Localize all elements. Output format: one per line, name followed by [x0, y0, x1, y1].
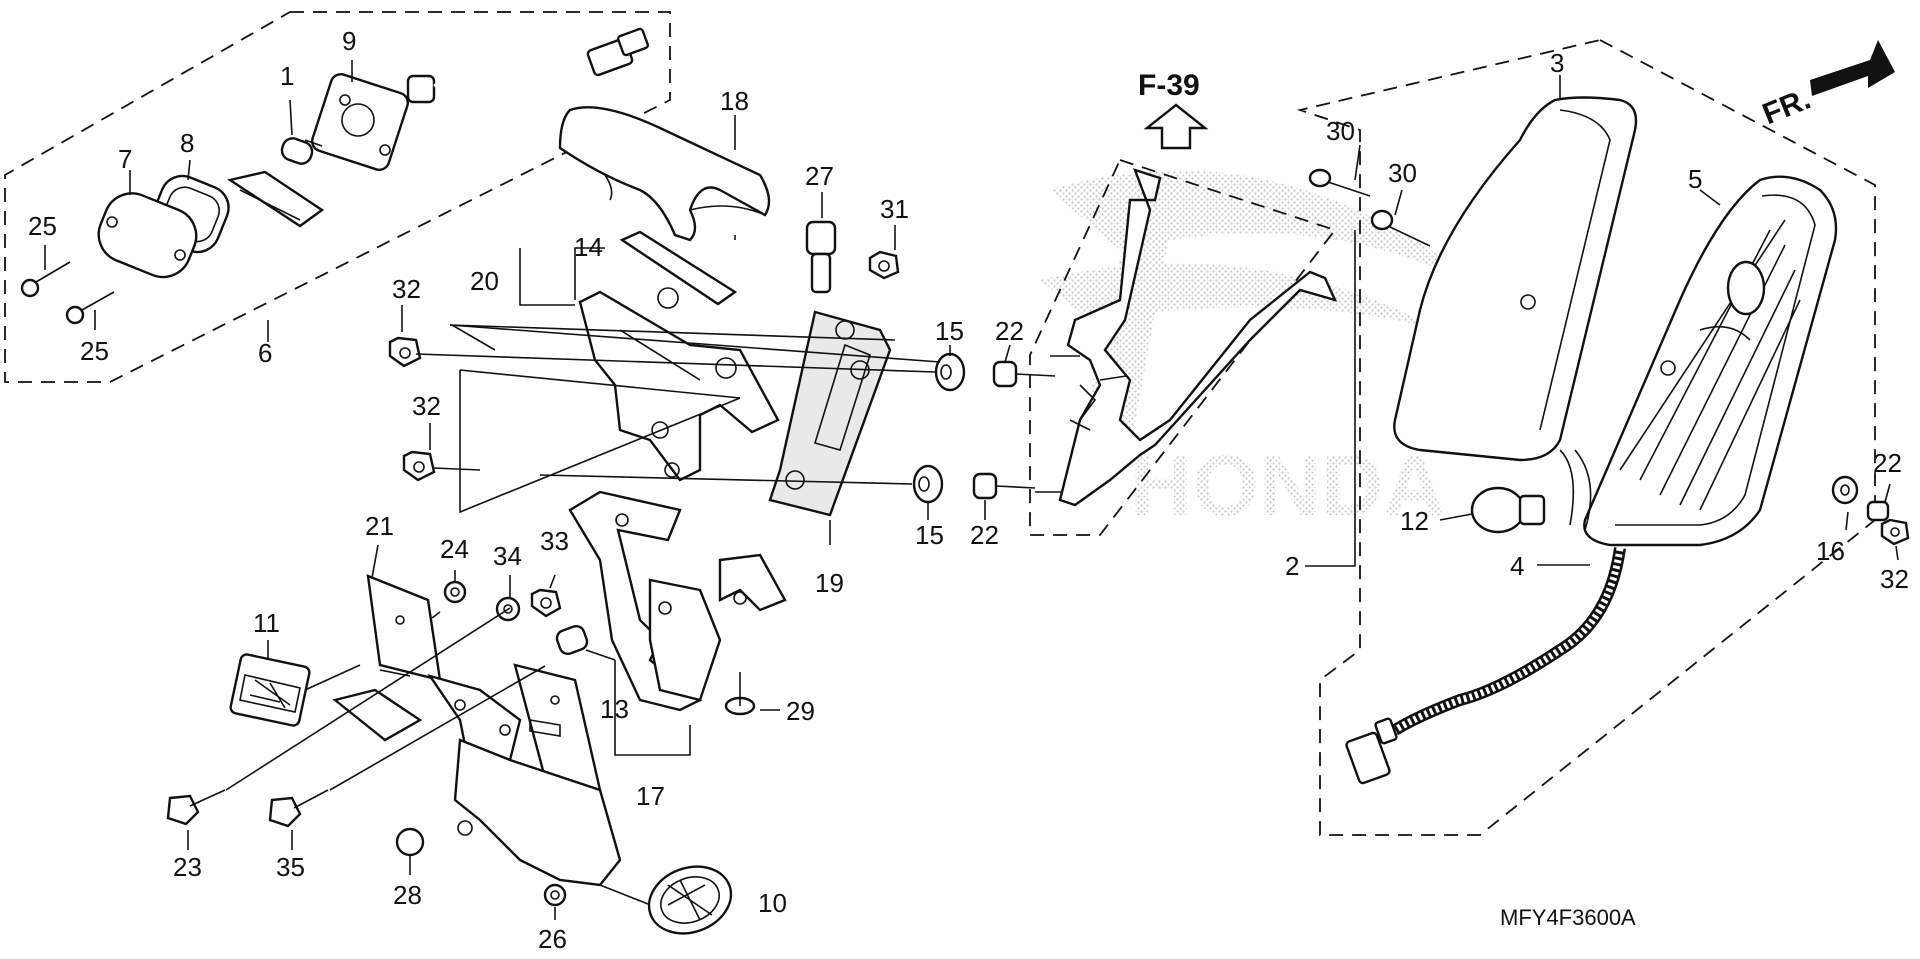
callout-1: 1 — [280, 61, 294, 91]
callout-16: 16 — [1816, 536, 1845, 566]
callout-12: 12 — [1400, 506, 1429, 536]
rear-cover — [558, 106, 771, 242]
nut-32b — [402, 450, 436, 482]
screw-25b — [65, 291, 115, 325]
callout-34: 34 — [493, 541, 522, 571]
callout-14: 14 — [574, 232, 603, 262]
collar-22b — [972, 472, 998, 500]
callout-24: 24 — [440, 534, 469, 564]
screw-25a — [20, 261, 71, 298]
callout-19: 19 — [815, 568, 844, 598]
callout-25b: 25 — [80, 336, 109, 366]
fastener-leaders — [415, 324, 1056, 489]
callout-25a: 25 — [28, 211, 57, 241]
section-ref-arrow — [1143, 103, 1209, 150]
callout-21: 21 — [365, 511, 394, 541]
nut-32a — [388, 336, 422, 368]
callout-23: 23 — [173, 852, 202, 882]
license-bulb — [280, 137, 323, 165]
tail-bulb — [1470, 449, 1592, 534]
bolt-24 — [443, 580, 467, 604]
callout-33: 33 — [540, 526, 569, 556]
license-light-base — [310, 27, 649, 172]
screw-30b — [1370, 209, 1431, 247]
rear-fender-frame — [1035, 168, 1338, 507]
license-plate-stay — [332, 574, 622, 887]
bolt-23 — [166, 789, 226, 826]
collar-22c — [1866, 500, 1890, 522]
callout-27: 27 — [805, 161, 834, 191]
callout-18: 18 — [720, 86, 749, 116]
callout-26: 26 — [538, 924, 567, 954]
callout-10: 10 — [758, 888, 787, 918]
tail-light-harness — [1345, 547, 1626, 785]
callout-30a: 30 — [1326, 116, 1355, 146]
tail-lens — [1393, 96, 1638, 462]
group-box-license-light — [4, 11, 671, 383]
wire-clip — [805, 220, 837, 294]
front-direction-arrow — [1810, 40, 1895, 96]
callout-9: 9 — [342, 26, 356, 56]
callout-15b: 15 — [915, 520, 944, 550]
lower-fender — [568, 490, 787, 712]
lower-leaders — [225, 607, 546, 791]
callout-28: 28 — [393, 880, 422, 910]
callout-4: 4 — [1510, 551, 1524, 581]
callout-22b: 22 — [970, 520, 999, 550]
callout-5: 5 — [1688, 164, 1702, 194]
grommet-16 — [1831, 475, 1859, 505]
callout-32b: 32 — [412, 391, 441, 421]
callout-29: 29 — [786, 696, 815, 726]
callout-22c: 22 — [1873, 448, 1902, 478]
callout-7: 7 — [118, 144, 132, 174]
collar-22a — [992, 360, 1018, 388]
section-ref-label: F-39 — [1138, 69, 1200, 102]
callout-15a: 15 — [935, 316, 964, 346]
reflector-strip — [226, 170, 325, 228]
callout-8: 8 — [180, 128, 194, 158]
nut-31 — [868, 250, 900, 280]
callout-32a: 32 — [392, 274, 421, 304]
nut-33 — [530, 588, 562, 618]
callout-31: 31 — [880, 194, 909, 224]
license-lens — [97, 192, 198, 279]
group-box-rear-fender — [1029, 158, 1337, 536]
drawing-code: MFY4F3600A — [1500, 905, 1636, 930]
rubber-strip — [619, 230, 738, 306]
group-box-tail-light — [1296, 39, 1876, 836]
callout-numbers: 1 2 3 4 5 6 7 8 9 10 11 12 13 14 15 15 1… — [28, 26, 1909, 954]
callout-13: 13 — [600, 694, 629, 724]
front-direction-label: FR. — [1758, 83, 1815, 132]
reflector-side — [229, 653, 311, 727]
tail-light-housing — [1583, 175, 1838, 547]
callout-35: 35 — [276, 852, 305, 882]
grommet-15a — [934, 352, 966, 392]
callout-30b: 30 — [1388, 158, 1417, 188]
spacer-13 — [555, 624, 589, 656]
callout-2: 2 — [1285, 551, 1299, 581]
screw-30a — [1308, 168, 1371, 197]
screw-26 — [543, 883, 567, 907]
watermark-wordmark: HONDA — [1130, 438, 1445, 534]
callout-32c: 32 — [1880, 564, 1909, 594]
mounting-gasket — [768, 310, 892, 517]
callout-6: 6 — [258, 338, 272, 368]
bolt-29 — [724, 672, 756, 716]
cap-28 — [395, 827, 425, 857]
callout-leaders — [44, 60, 1899, 920]
grommet-15b — [912, 464, 944, 504]
callout-11: 11 — [253, 608, 280, 638]
bolt-35 — [268, 789, 329, 828]
callout-17: 17 — [636, 781, 665, 811]
callout-3: 3 — [1550, 48, 1564, 78]
nut-32c — [1880, 518, 1910, 546]
reflector-round — [599, 865, 733, 935]
callout-22a: 22 — [995, 316, 1024, 346]
callout-20: 20 — [470, 266, 499, 296]
